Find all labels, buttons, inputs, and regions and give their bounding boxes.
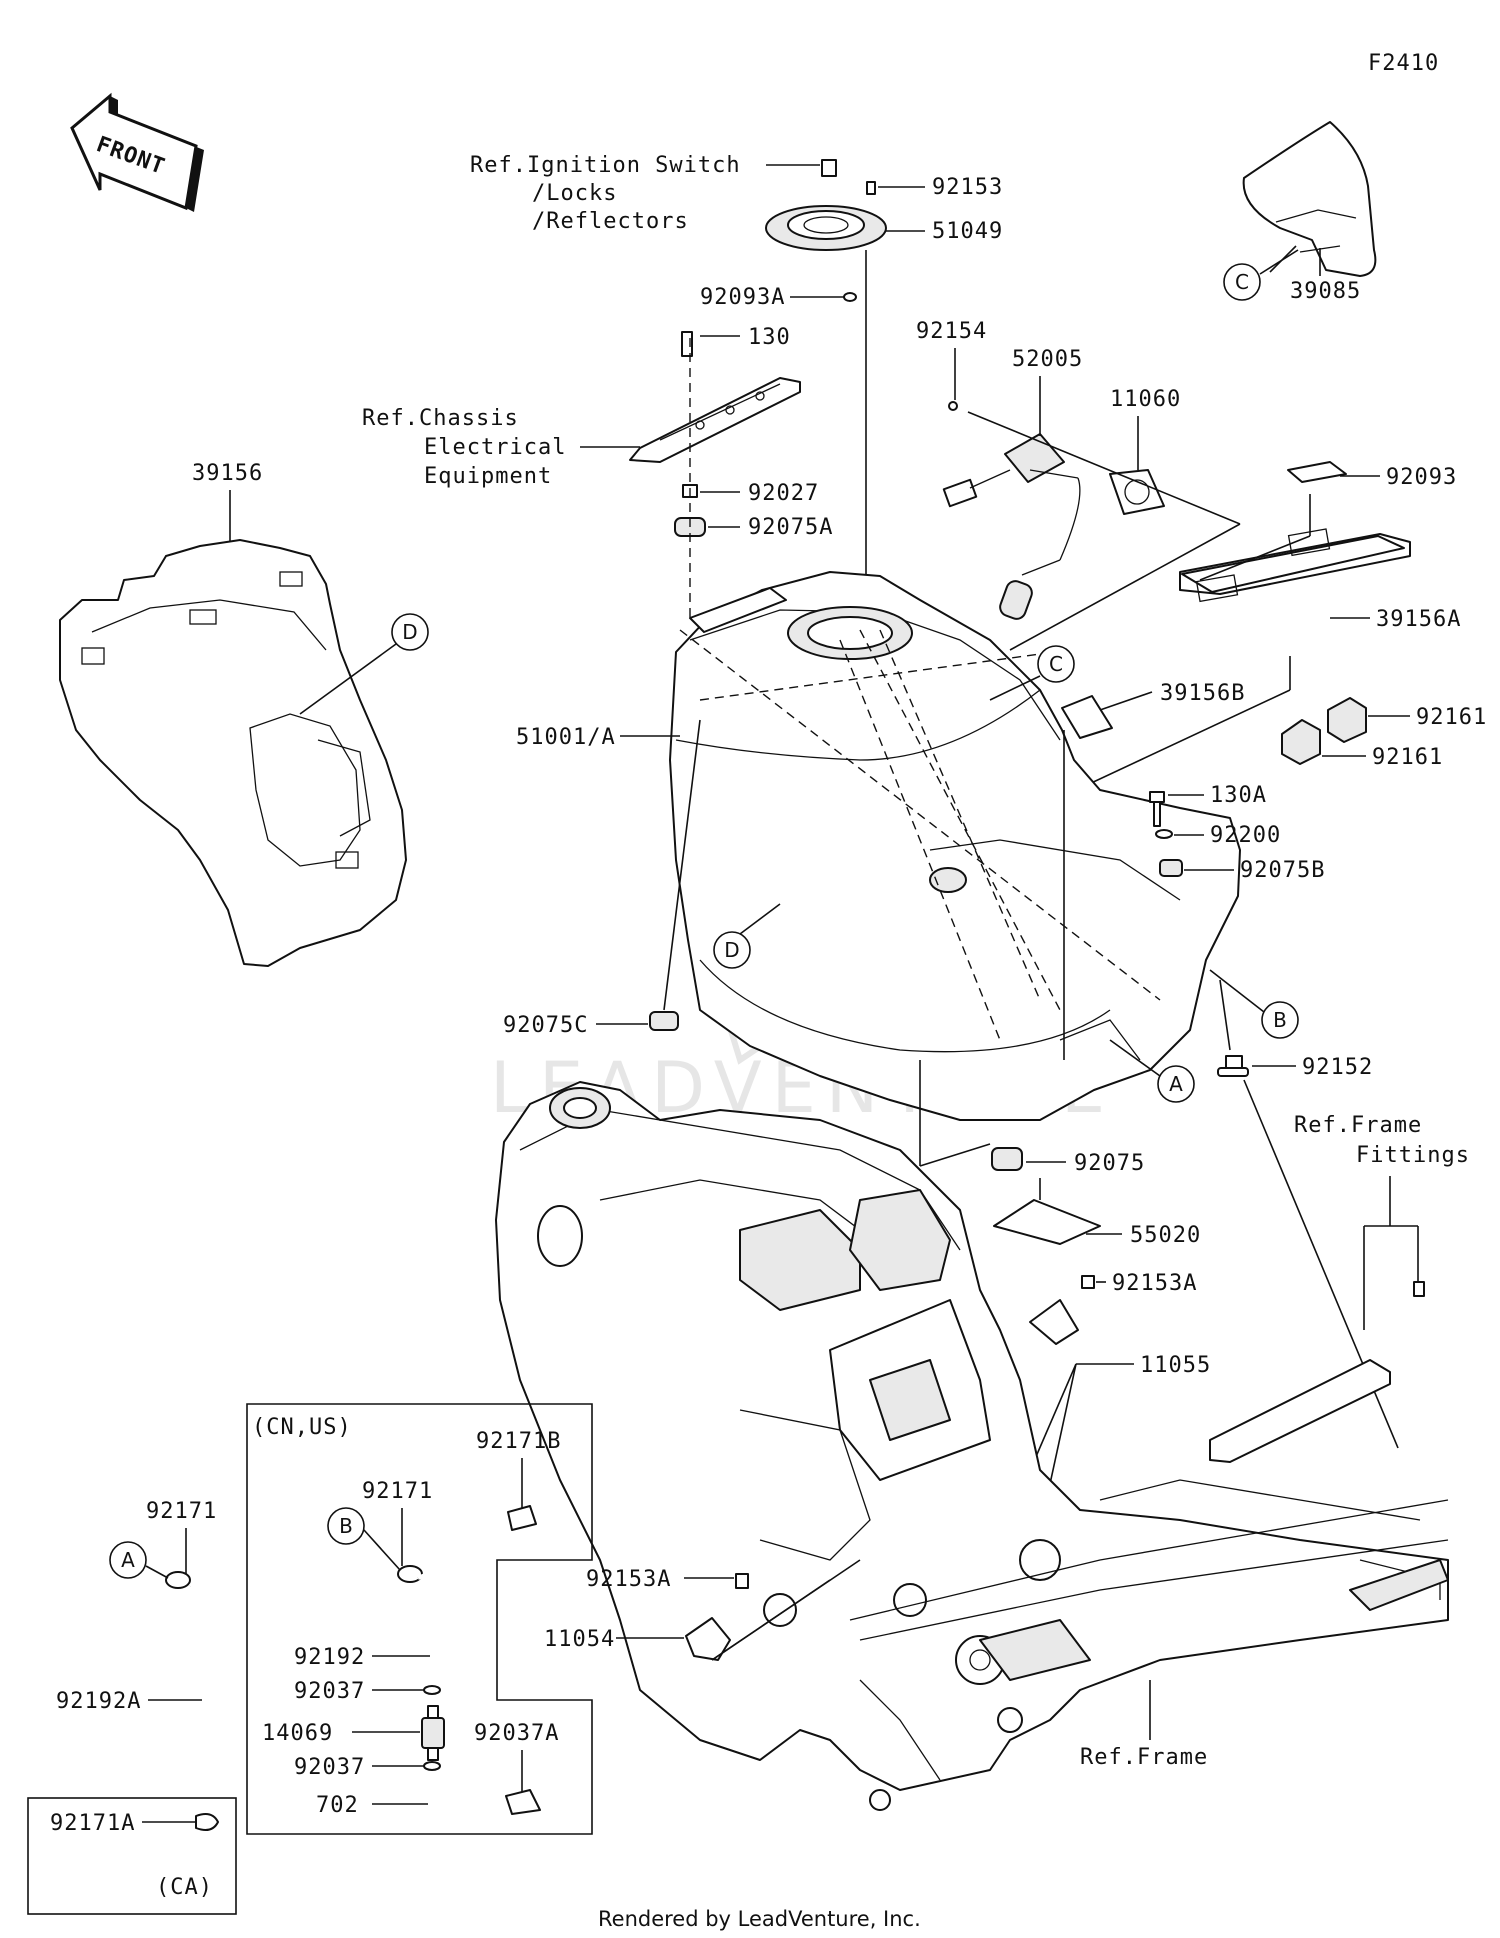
callout-c-tank: C <box>1037 645 1075 683</box>
label-92192: 92192 <box>294 1645 365 1670</box>
label-92153A-bottom: 92153A <box>586 1567 671 1592</box>
svg-text:B: B <box>1273 1008 1287 1032</box>
ref-chassis-line2: Electrical <box>424 435 566 460</box>
grommet-92075 <box>991 1147 1023 1171</box>
ref-frame: Ref.Frame <box>1080 1745 1208 1770</box>
label-130: 130 <box>748 325 791 350</box>
label-92154: 92154 <box>916 319 987 344</box>
label-92075: 92075 <box>1074 1151 1145 1176</box>
bolt-130A <box>1149 791 1183 877</box>
main-frame <box>495 1081 1449 1811</box>
tank-pad-39156A <box>1179 461 1411 603</box>
label-92153A-top: 92153A <box>1112 1271 1197 1296</box>
bracket-11055 <box>1029 1299 1079 1345</box>
svg-text:C: C <box>1235 270 1249 294</box>
svg-text:A: A <box>121 1548 135 1572</box>
callout-d-top: D <box>391 613 429 651</box>
diagram-id: F2410 <box>1368 51 1439 76</box>
inset-region: (CN,US) <box>252 1415 352 1440</box>
clamp-92171-inset <box>397 1565 423 1583</box>
label-130A: 130A <box>1210 783 1267 808</box>
label-92161-b: 92161 <box>1372 745 1443 770</box>
label-92075B: 92075B <box>1240 858 1325 883</box>
label-92075A: 92075A <box>748 515 833 540</box>
tank-cover-39156 <box>59 539 407 967</box>
label-92037-b: 92037 <box>294 1755 365 1780</box>
ref-ignition-line1: Ref.Ignition Switch <box>470 153 741 178</box>
pad-55020 <box>993 1199 1101 1245</box>
damper-92161 <box>1281 697 1367 765</box>
ca-region: (CA) <box>156 1875 213 1900</box>
inset-ca <box>27 1797 237 1915</box>
label-92027: 92027 <box>748 481 819 506</box>
label-92171-inset: 92171 <box>362 1479 433 1504</box>
ref-ignition-line3: /Reflectors <box>532 209 689 234</box>
label-92093: 92093 <box>1386 465 1457 490</box>
label-92152: 92152 <box>1302 1055 1373 1080</box>
clamp-92037A <box>505 1789 541 1815</box>
label-92075C: 92075C <box>503 1013 588 1038</box>
label-92171-left: 92171 <box>146 1499 217 1524</box>
bolt-92152 <box>1217 1055 1249 1077</box>
fuel-tank-51001A <box>669 571 1241 1121</box>
label-92171A: 92171A <box>50 1811 135 1836</box>
label-51001A: 51001/A <box>516 725 616 750</box>
label-39156A: 39156A <box>1376 607 1461 632</box>
filter-14069 <box>421 1717 445 1749</box>
svg-text:D: D <box>724 938 739 962</box>
grommet-92075C <box>649 1011 679 1031</box>
label-92200: 92200 <box>1210 823 1281 848</box>
label-51049: 51049 <box>932 219 1003 244</box>
label-92037-a: 92037 <box>294 1679 365 1704</box>
callout-a-tank: A <box>1157 1065 1195 1103</box>
ref-chassis-line3: Equipment <box>424 464 552 489</box>
callout-d-tank: D <box>713 931 751 969</box>
label-92153: 92153 <box>932 175 1003 200</box>
fuel-cap-assembly <box>765 159 887 302</box>
frame-fitting-bar <box>1209 1359 1391 1463</box>
front-arrow-icon: FRONT <box>70 92 204 212</box>
label-92171B: 92171B <box>476 1429 561 1454</box>
ref-chassis-line1: Ref.Chassis <box>362 406 519 431</box>
svg-text:C: C <box>1049 652 1063 676</box>
callout-c-top: C <box>1223 263 1261 301</box>
svg-text:A: A <box>1169 1072 1183 1096</box>
clamp-92171-left <box>165 1571 191 1589</box>
callout-b-inset: B <box>327 1507 365 1545</box>
label-92192A: 92192A <box>56 1689 141 1714</box>
label-92037A: 92037A <box>474 1721 559 1746</box>
label-92161-a: 92161 <box>1416 705 1487 730</box>
inset-cn-us <box>246 1403 593 1835</box>
svg-text:B: B <box>339 1514 353 1538</box>
label-39156: 39156 <box>192 461 263 486</box>
callout-b-tank: B <box>1261 1001 1299 1039</box>
label-11054: 11054 <box>544 1627 615 1652</box>
label-55020: 55020 <box>1130 1223 1201 1248</box>
label-702: 702 <box>316 1793 359 1818</box>
pad-39156B <box>1061 695 1113 739</box>
ref-frame-fittings-line2: Fittings <box>1356 1143 1470 1168</box>
label-39156B: 39156B <box>1160 681 1245 706</box>
callout-a-left: A <box>109 1541 147 1579</box>
label-11060: 11060 <box>1110 387 1181 412</box>
bracket-11054 <box>685 1617 731 1661</box>
label-14069: 14069 <box>262 1721 333 1746</box>
seat-cowl-39085 <box>1242 121 1377 277</box>
svg-text:D: D <box>402 620 417 644</box>
label-11055: 11055 <box>1140 1353 1211 1378</box>
ref-frame-fittings-line1: Ref.Frame <box>1294 1113 1422 1138</box>
label-92093A: 92093A <box>700 285 785 310</box>
footer-credit: Rendered by LeadVenture, Inc. <box>598 1907 921 1931</box>
clamp-92171B <box>507 1505 537 1531</box>
ref-ignition-line2: /Locks <box>532 181 617 206</box>
label-39085: 39085 <box>1290 279 1361 304</box>
fuel-pump-assembly <box>942 401 1165 620</box>
label-52005: 52005 <box>1012 347 1083 372</box>
